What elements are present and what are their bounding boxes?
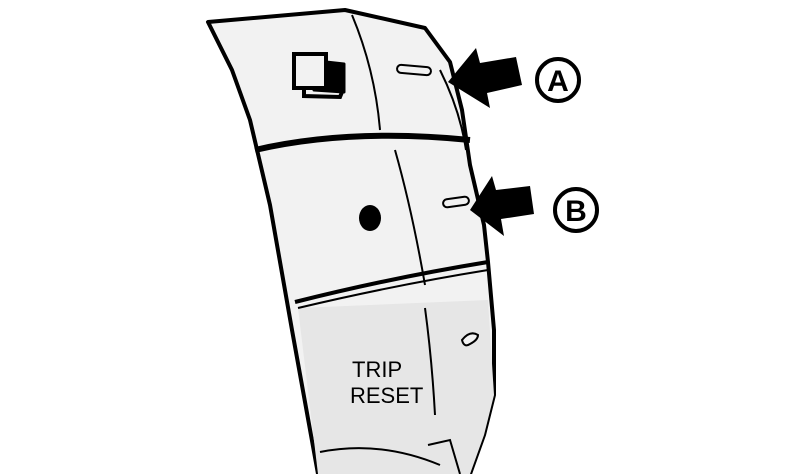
callout-a-label: A <box>547 65 569 98</box>
separator-lower-shadow <box>297 269 489 309</box>
bevel-line-middle <box>394 149 426 286</box>
housing-edge-bottom <box>319 447 441 466</box>
callout-a: A <box>535 57 581 103</box>
separator-upper <box>254 132 471 153</box>
indicator-slot-middle <box>442 195 470 209</box>
bevel-line-lower <box>424 307 436 416</box>
arrow-b-icon <box>470 176 534 236</box>
lower-housing-cap <box>298 300 494 474</box>
callout-b-circle <box>553 187 599 233</box>
trip-reset-button[interactable]: TRIP RESET <box>350 357 423 408</box>
display-toggle-icon[interactable] <box>292 52 346 100</box>
trip-label: TRIP <box>352 357 402 382</box>
housing-edge-right <box>439 69 467 151</box>
housing-edge-tab <box>427 438 461 474</box>
callout-b-label: B <box>565 195 587 228</box>
bevel-line-upper <box>351 14 381 131</box>
indicator-slot-lower <box>460 332 480 347</box>
callout-a-circle <box>535 57 581 103</box>
indicator-slot-upper <box>396 63 432 77</box>
separator-lower <box>294 260 489 304</box>
reset-label: RESET <box>350 383 423 408</box>
callout-b: B <box>553 187 599 233</box>
arrow-a-icon <box>448 48 522 108</box>
dot-icon[interactable] <box>359 205 381 231</box>
